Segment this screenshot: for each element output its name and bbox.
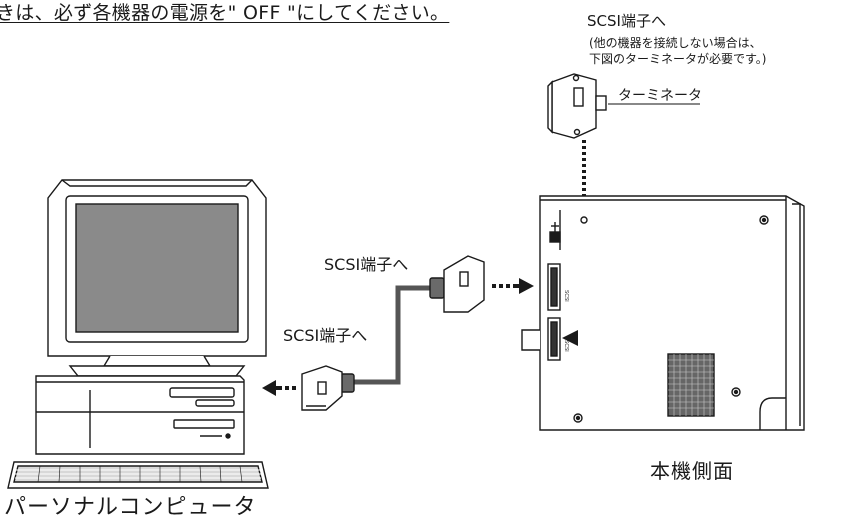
personal-computer <box>7 179 269 489</box>
arrow-terminator-into-port <box>562 330 578 346</box>
port-label-upper: SCSI <box>563 290 569 302</box>
main-unit <box>521 195 805 431</box>
scsi-cable <box>350 285 440 385</box>
port-label-lower: SCSI <box>563 340 569 352</box>
arrow-into-pc <box>262 380 296 396</box>
vent-grille <box>667 353 715 417</box>
scsi-port-label-lower: SCSI端子へ <box>283 326 368 345</box>
scsi-port-lower <box>547 317 561 361</box>
terminator-note-line-1: (他の機器を接続しない場合は、 <box>589 36 762 50</box>
scsi-port-upper <box>547 263 561 311</box>
monitor-screen <box>75 203 239 333</box>
computer-caption: パーソナルコンピュータ <box>4 495 257 520</box>
warning-text: きは、必ず各機器の電源を" OFF "にしてください。 <box>0 2 450 24</box>
terminator <box>547 73 700 139</box>
connector-pc-side <box>301 365 355 411</box>
unit-side-caption: 本機側面 <box>650 459 734 483</box>
scsi-port-label-top: SCSI端子へ <box>587 12 666 30</box>
scsi-port-label-middle: SCSI端子へ <box>324 255 409 274</box>
monitor <box>47 179 267 377</box>
desktop-case <box>35 375 245 455</box>
terminator-label: ターミネータ <box>618 88 702 104</box>
arrow-into-unit <box>492 278 534 294</box>
connector-unit-side <box>429 255 485 313</box>
terminator-note-line-2: 下図のターミネータが必要です。) <box>589 52 767 66</box>
keyboard <box>7 461 269 489</box>
